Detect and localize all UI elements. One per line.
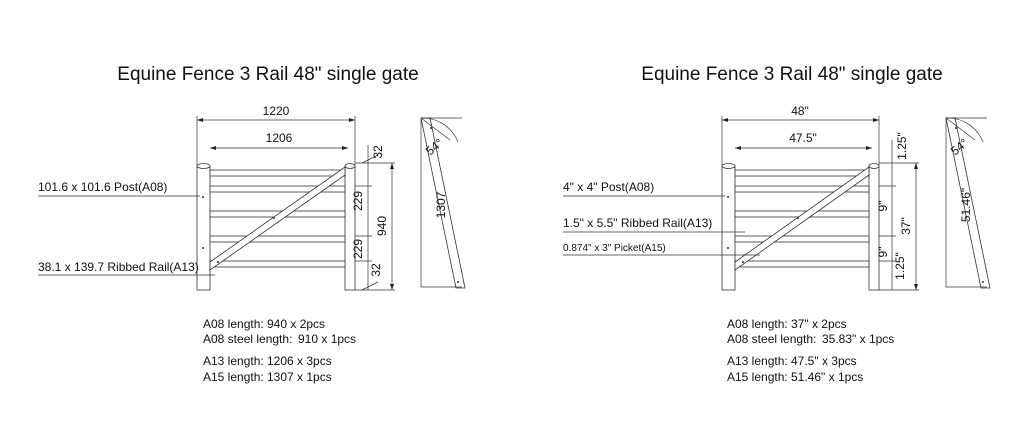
left-diagonal-picket (209, 166, 346, 271)
right-angle-arc (945, 117, 984, 143)
left-bolt (457, 281, 459, 283)
right-bottom-offset: 1.25" (893, 252, 907, 280)
right-picket-label: 0.874" x 3" Picket(A15) (563, 243, 666, 254)
left-spec-a08-key: A08 length: (203, 317, 264, 331)
right-post-cap (721, 163, 736, 169)
right-spec-a08-steel-value: 35.83" x 1pcs (822, 332, 894, 346)
left-angle-arc (420, 117, 459, 143)
left-rail-bottom (209, 260, 346, 268)
right-spec-a08-steel-key: A08 steel length: (727, 332, 816, 346)
right-spec-a13-value: 47.5" x 3pcs (791, 354, 857, 368)
right-inner-width: 47.5" (789, 131, 817, 145)
right-angle-leg (945, 117, 976, 141)
left-spec-a08-value: 940 x 2pcs (267, 317, 325, 331)
left-bottom-offset-leader (361, 281, 379, 291)
left-spec-a08-steel-key: A08 steel length: (203, 332, 292, 346)
right-bolt (982, 281, 984, 283)
right-rail-top (734, 169, 870, 177)
right-title: Equine Fence 3 Rail 48" single gate (641, 64, 942, 85)
left-spec-a15-key: A15 length: (203, 370, 264, 384)
left-post-cap (344, 163, 356, 169)
left-rail (209, 235, 346, 243)
right-latch-post (868, 165, 880, 291)
left-rail-top (209, 169, 346, 177)
left-spec-a08-steel-value: 910 x 1pcs (298, 332, 356, 346)
left-bolt (202, 247, 204, 249)
right-post-height: 37" (899, 217, 913, 235)
right-bolt (727, 247, 729, 249)
right-spacing-1: 9" (876, 201, 890, 212)
right-rail-label: 1.5" x 5.5" Ribbed Rail(A13) (563, 216, 712, 230)
left-spec-a13-value: 1206 x 3pcs (267, 354, 332, 368)
left-inner-width: 1206 (266, 131, 293, 145)
right-hinge-post (721, 165, 736, 291)
left-bolt (217, 261, 219, 263)
right-spec-a08-key: A08 length: (727, 317, 788, 331)
left-bolt (430, 127, 432, 129)
left-top-offset-leader (361, 154, 379, 164)
left-hinge-post (196, 165, 211, 291)
left-spacing-2: 229 (351, 239, 365, 259)
right-diagonal-picket (734, 166, 870, 271)
right-spacing-2: 9" (876, 247, 890, 258)
left-rail-label: 38.1 x 139.7 Ribbed Rail(A13) (38, 260, 199, 274)
left-bolt (202, 196, 204, 198)
left-post-label: 101.6 x 101.6 Post(A08) (38, 180, 167, 194)
right-spec-a08-value: 37" x 2pcs (791, 317, 847, 331)
right-bolt (742, 261, 744, 263)
left-diagonal-length: 1307 (434, 191, 448, 218)
left-post-cap (196, 163, 211, 169)
left-latch-post (344, 165, 356, 291)
right-overall-width: 48" (791, 104, 809, 118)
right-rail (734, 235, 870, 243)
left-spacing-1: 229 (351, 191, 365, 211)
right-diagonal-length: 51.46" (959, 188, 973, 222)
right-post-label: 4" x 4" Post(A08) (563, 180, 654, 194)
right-spec-a15-value: 51.46" x 1pcs (791, 370, 863, 384)
left-spec-a13-key: A13 length: (203, 354, 264, 368)
left-rail (209, 185, 346, 193)
right-bolt (797, 217, 799, 219)
right-rail-bottom (734, 260, 870, 268)
right-spec-a15-key: A15 length: (727, 370, 788, 384)
left-overall-width: 1220 (263, 104, 290, 118)
right-spec-a13-key: A13 length: (727, 354, 788, 368)
left-spec-a15-value: 1307 x 1pcs (267, 370, 332, 384)
right-top-offset: 1.25" (895, 132, 909, 160)
right-rail (734, 185, 870, 193)
left-bolt (273, 217, 275, 219)
left-angle-leg (420, 117, 451, 141)
left-post-height: 940 (375, 216, 389, 236)
right-drawing: Equine Fence 3 Rail 48" single gate 48" … (563, 64, 991, 384)
right-post-cap (868, 163, 880, 169)
left-drawing: Equine Fence 3 Rail 48" single gate 1220… (38, 64, 466, 384)
left-top-offset: 32 (371, 145, 385, 159)
right-bolt (955, 127, 957, 129)
right-bolt (727, 196, 729, 198)
left-title: Equine Fence 3 Rail 48" single gate (117, 64, 418, 85)
left-bottom-offset: 32 (369, 263, 383, 277)
